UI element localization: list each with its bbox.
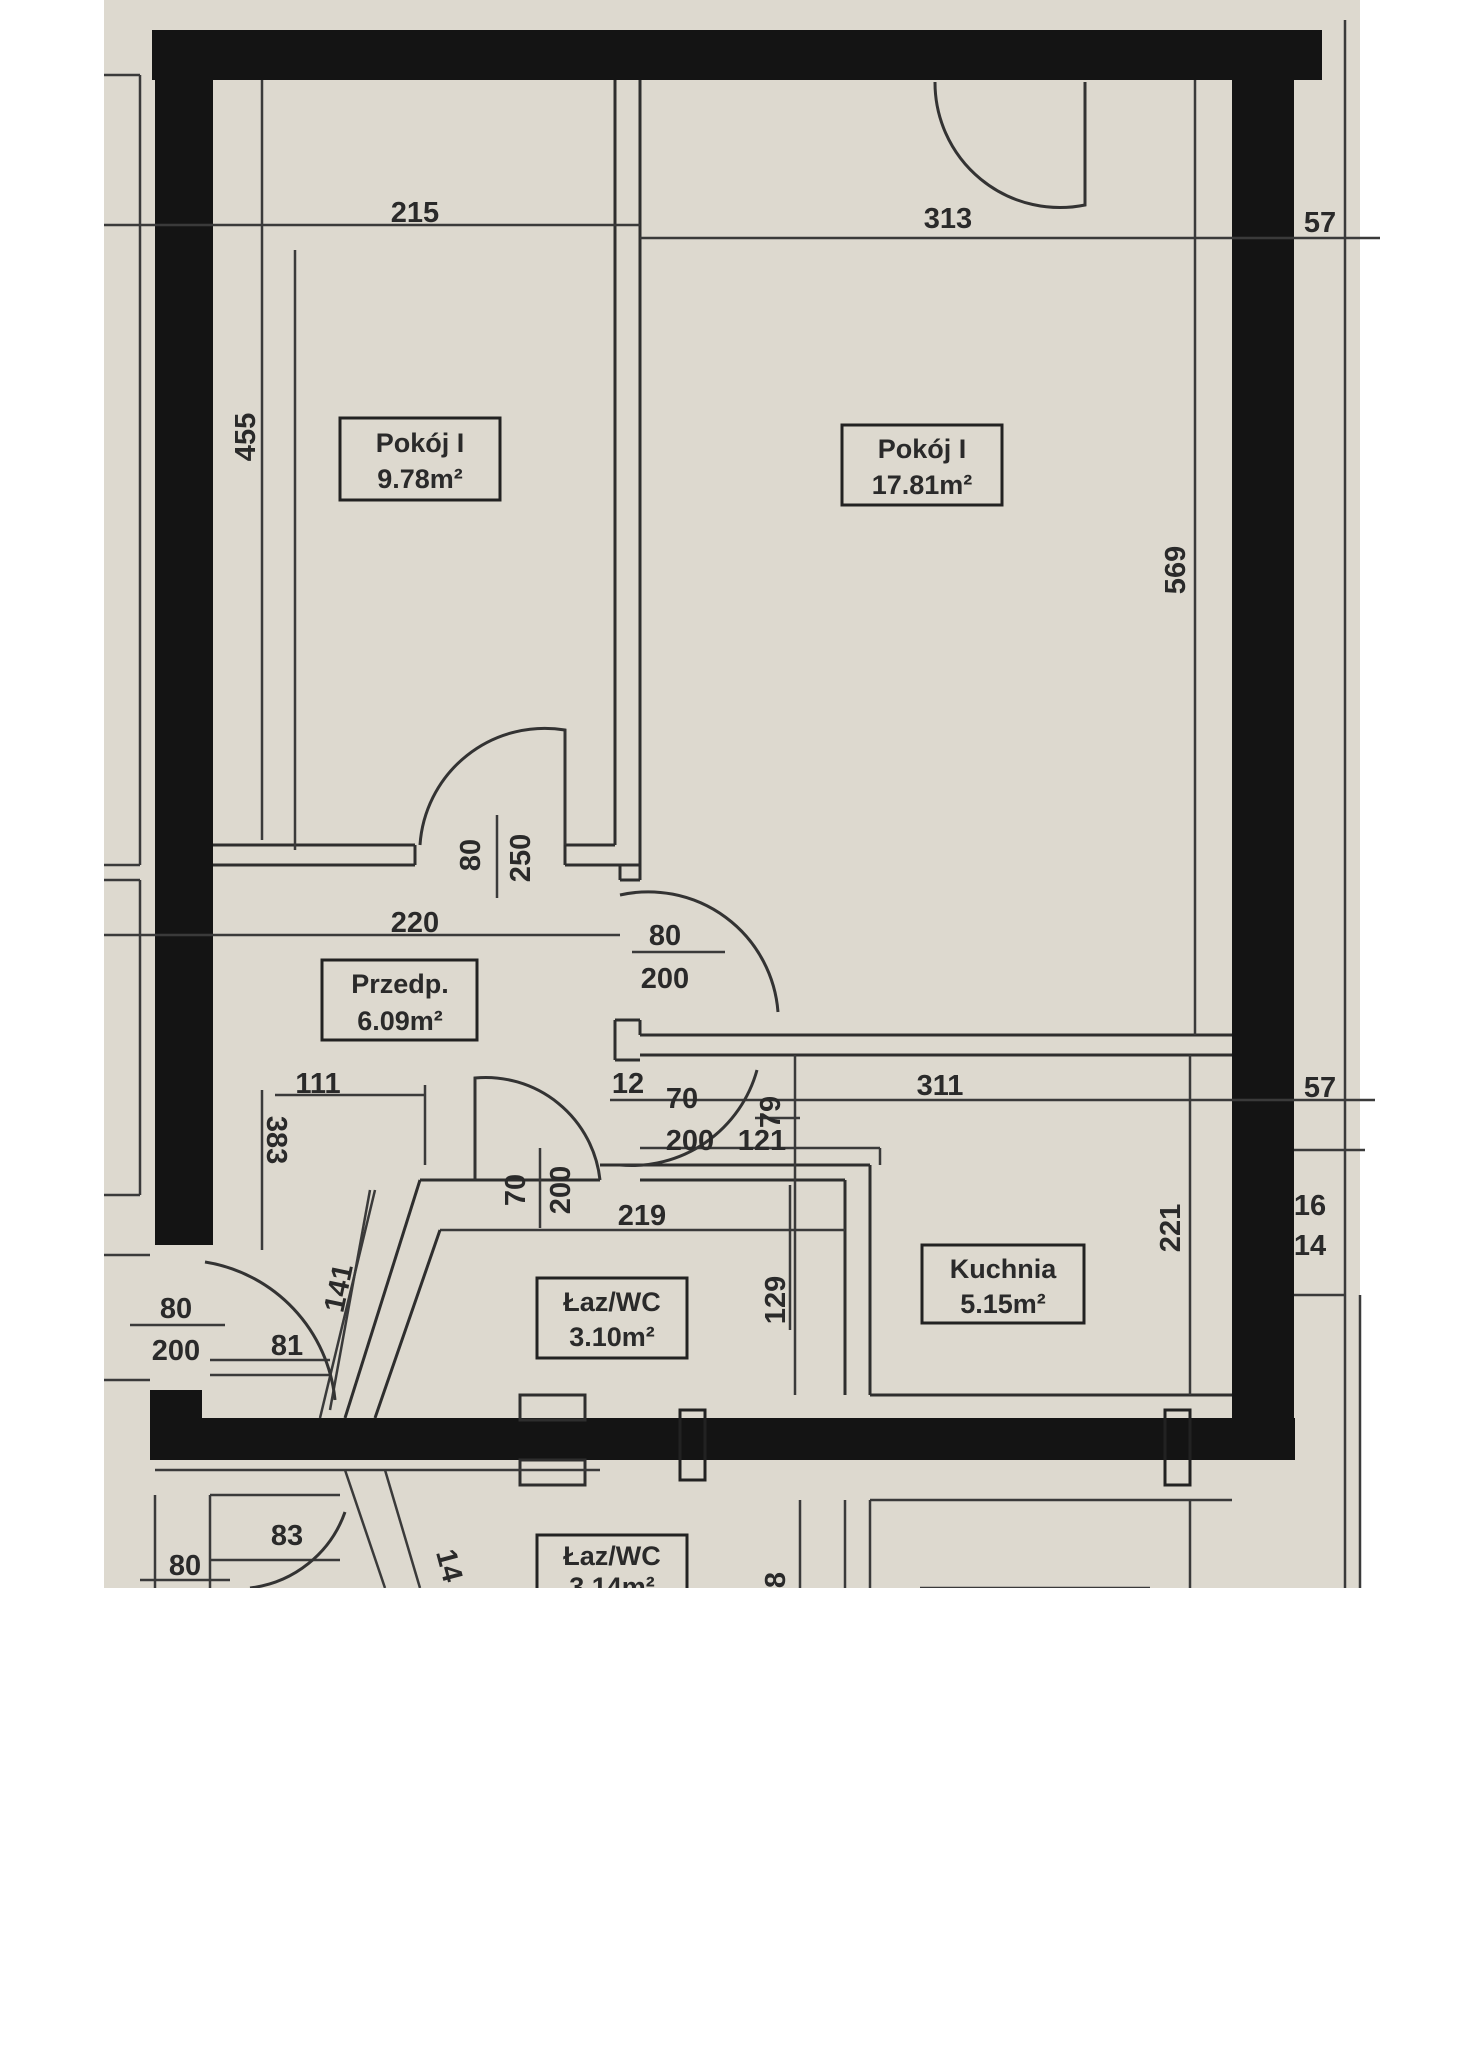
room-name: Łaz/WC	[563, 1541, 661, 1571]
room-label-kuchnia: Kuchnia 5.15m²	[920, 1243, 1086, 1325]
wall-right	[1232, 55, 1294, 1460]
dim-bath-width: 219	[618, 1200, 666, 1232]
dim-door2-height: 200	[641, 963, 689, 995]
door-swing-large-room-hall	[619, 890, 780, 1013]
dim-hall-vertical: 383	[260, 1116, 292, 1164]
dim-hall-width: 220	[391, 907, 439, 939]
dim-small-12: 12	[612, 1068, 644, 1100]
dim-small-79: 79	[755, 1096, 787, 1128]
dim-side-16: 16	[1294, 1190, 1326, 1222]
dim-door4-width: 70	[500, 1174, 532, 1206]
dim-lower-83: 83	[271, 1520, 303, 1552]
dim-lower-8: 8	[760, 1572, 792, 1588]
room-area: 9.78m²	[377, 464, 463, 494]
dim-entry-door-height: 200	[152, 1335, 200, 1367]
door-swing-kitchen	[619, 1069, 759, 1167]
dim-right-edge-mid: 57	[1304, 1072, 1336, 1104]
room-name: Kuchnia	[950, 1254, 1057, 1284]
doors	[204, 81, 1087, 1590]
paper-edge-mask	[104, 1588, 1364, 1608]
dim-left-vertical: 455	[230, 413, 262, 461]
room-name: Pokój I	[878, 434, 967, 464]
dim-kitchen-height: 221	[1155, 1204, 1187, 1252]
dim-door1-height: 250	[505, 834, 537, 882]
dim-top-right: 313	[924, 203, 972, 235]
room-area: 5.15m²	[960, 1289, 1046, 1319]
dim-kitchen-width: 311	[917, 1070, 964, 1102]
dim-right-edge-top: 57	[1304, 207, 1336, 239]
room-label-pokoj-small: Pokój I 9.78m²	[338, 416, 502, 502]
door-swing-entrance	[204, 1260, 337, 1401]
door-swing-lower-unit	[249, 1511, 347, 1590]
room-area: 17.81m²	[872, 470, 973, 500]
dimension-labels: 215 313 57 455 569 80 250 220 80 200 111…	[152, 197, 1336, 1588]
adjacent-unit-lines	[104, 20, 1365, 1588]
dim-door4-height: 200	[545, 1166, 577, 1214]
dim-hall-segment: 111	[295, 1068, 340, 1100]
room-name: Przedp.	[351, 969, 449, 999]
dim-small-121: 121	[738, 1125, 786, 1157]
room-name: Łaz/WC	[563, 1287, 661, 1317]
dim-side-14: 14	[1294, 1230, 1326, 1262]
room-area: 6.09m²	[357, 1006, 443, 1036]
dim-right-vertical: 569	[1160, 546, 1192, 594]
room-label-przedpokoj: Przedp. 6.09m²	[320, 958, 479, 1042]
wall-corner-bottom-left	[150, 1390, 202, 1460]
door-swing-bathroom	[473, 1076, 602, 1181]
dim-door3-height: 200	[666, 1125, 714, 1157]
dim-door1-width: 80	[455, 839, 487, 871]
room-label-pokoj-large: Pokój I 17.81m²	[840, 423, 1004, 507]
wall-top	[152, 30, 1322, 80]
paper-background	[104, 0, 1360, 1588]
dimension-lines	[104, 223, 1380, 1582]
wall-left	[155, 30, 213, 1245]
wall-bottom	[155, 1418, 1295, 1460]
dim-entry-81: 81	[271, 1330, 303, 1362]
dim-door3-width: 70	[666, 1083, 698, 1115]
door-swing-small-room	[418, 726, 567, 846]
room-label-lazienka: Łaz/WC 3.10m²	[535, 1276, 689, 1360]
dim-entry-door-width: 80	[160, 1293, 192, 1325]
outer-walls	[150, 30, 1322, 1460]
dim-top-left: 215	[391, 197, 439, 229]
dim-door2-width: 80	[649, 920, 681, 952]
dim-lower-80: 80	[169, 1550, 201, 1582]
room-area: 3.10m²	[569, 1322, 655, 1352]
interior-walls	[153, 80, 1232, 1590]
room-name: Pokój I	[376, 428, 465, 458]
door-swing-large-room	[933, 81, 1087, 209]
dim-bath-height: 129	[760, 1276, 792, 1324]
